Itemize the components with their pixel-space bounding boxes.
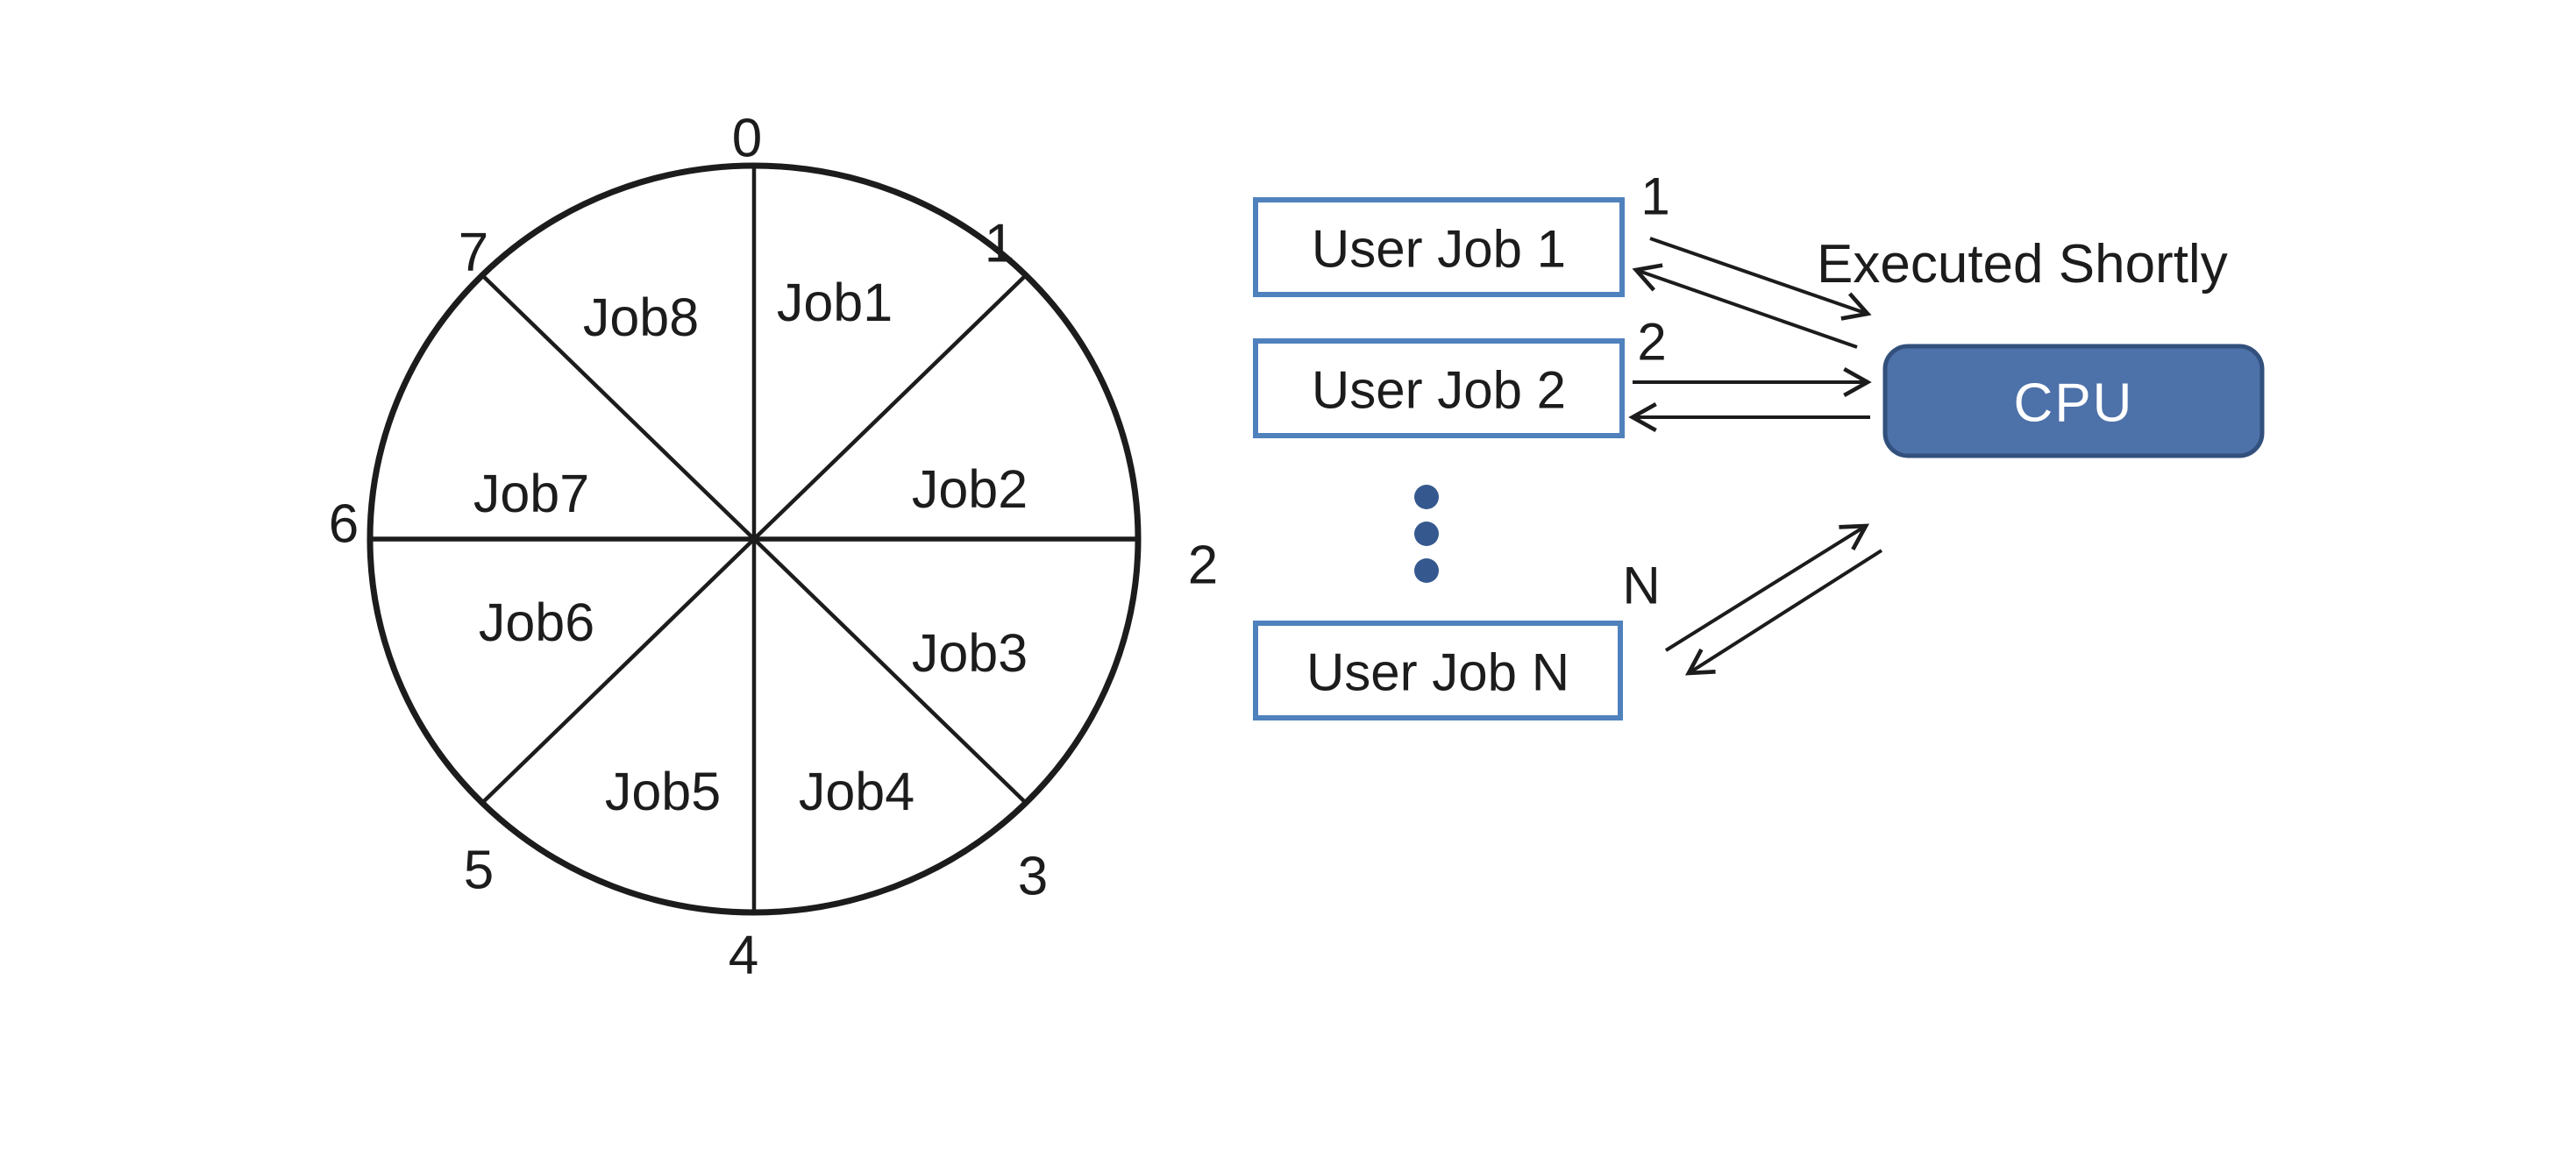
ellipsis-dot (1414, 558, 1439, 583)
sector-label-job8: Job8 (583, 287, 699, 347)
sector-label-job6: Job6 (479, 593, 594, 652)
cpu-node: CPU (1882, 344, 2265, 458)
user-job-1-label: User Job 1 (1312, 220, 1566, 279)
sector-label-job2: Job2 (912, 459, 1028, 519)
executed-shortly-caption: Executed Shortly (1817, 234, 2228, 295)
arrow-cpu-to-jobn (1684, 549, 1883, 676)
user-job-1-number: 1 (1640, 167, 1669, 226)
user-job-n-box (1253, 621, 1623, 720)
user-job-2-number: 2 (1637, 313, 1666, 372)
round-robin-wheel: 0 1 2 3 4 5 6 7 Job1 Job2 Job3 Job4 Job5… (329, 109, 1218, 986)
arrow-cpu-to-job1 (1632, 263, 1858, 349)
user-job-2-label: User Job 2 (1312, 361, 1566, 420)
wheel-tick-6: 6 (329, 494, 359, 555)
arrow-job1-to-cpu (1649, 237, 1872, 321)
exchange-arrows (1628, 237, 1883, 676)
wheel-tick-5: 5 (464, 841, 494, 901)
user-job-n-number: N (1622, 557, 1660, 615)
user-job-n-label: User Job N (1306, 643, 1569, 702)
user-job-1-box (1253, 197, 1625, 297)
user-job-2-box (1253, 338, 1625, 438)
user-job-queue: User Job 1 1 User Job 2 2 User Job N N (1253, 167, 1670, 720)
ellipsis-dot (1414, 522, 1439, 546)
wheel-tick-1: 1 (985, 214, 1014, 274)
arrow-jobn-to-cpu (1664, 523, 1870, 652)
cpu-label: CPU (2014, 373, 2134, 434)
sector-label-job5: Job5 (605, 762, 721, 821)
cpu-box (1882, 344, 2265, 458)
sector-label-job1: Job1 (777, 273, 893, 332)
sector-label-job3: Job3 (912, 623, 1028, 683)
wheel-tick-4: 4 (729, 926, 758, 986)
wheel-tick-0: 0 (732, 109, 762, 169)
wheel-tick-2: 2 (1188, 536, 1218, 596)
ellipsis-dot (1414, 485, 1439, 509)
wheel-tick-7: 7 (459, 223, 488, 283)
sector-label-job4: Job4 (799, 762, 914, 821)
wheel-spoke-diagonal-nw-se (480, 273, 1028, 805)
sector-label-job7: Job7 (473, 464, 589, 523)
wheel-tick-3: 3 (1018, 847, 1048, 907)
